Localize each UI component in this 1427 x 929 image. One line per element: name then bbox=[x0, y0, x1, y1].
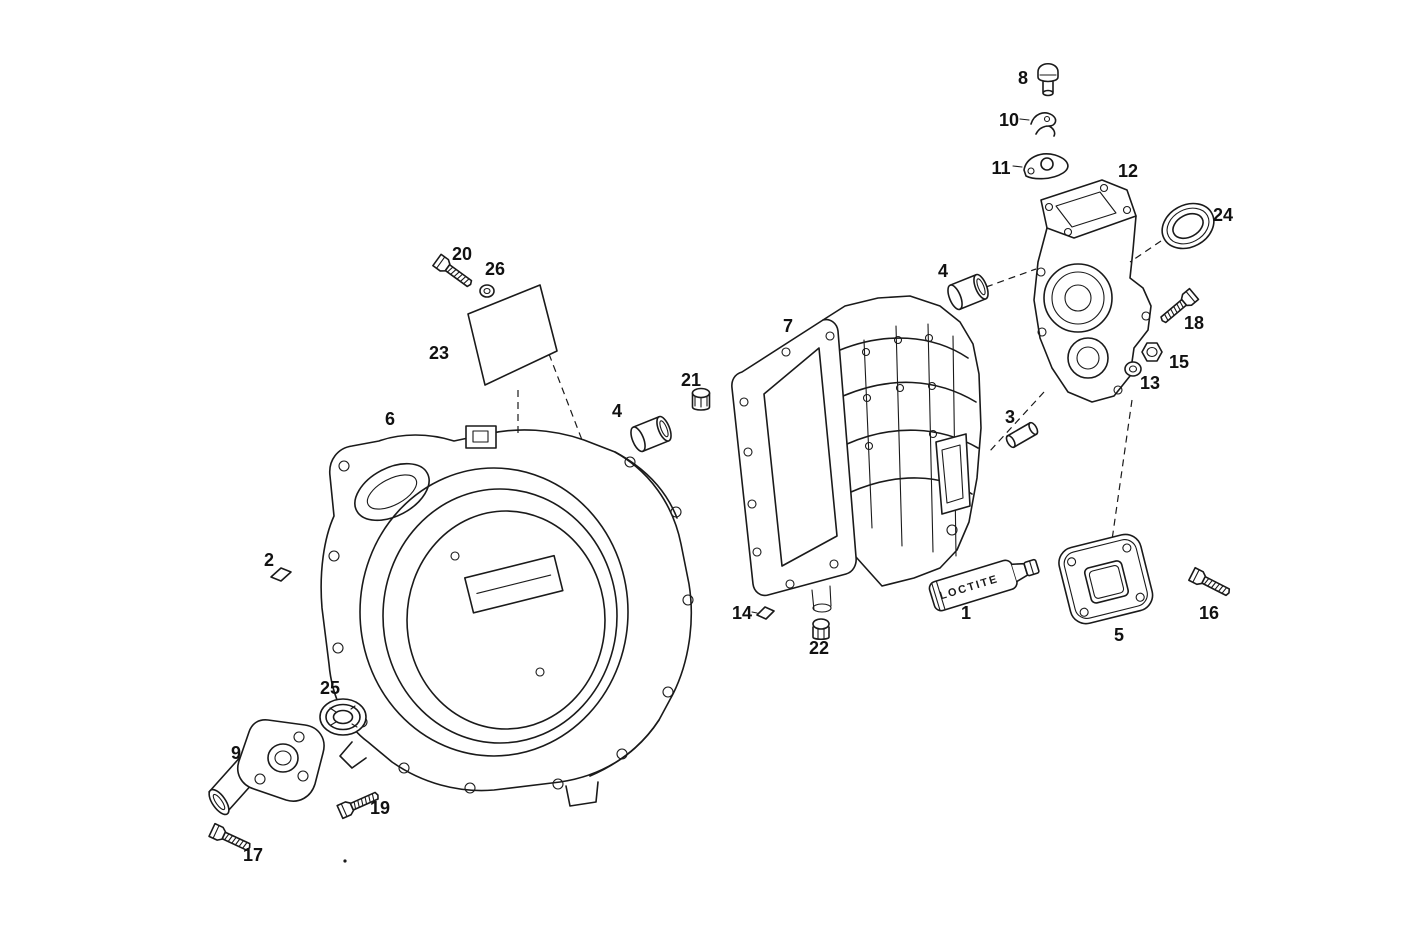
part-13-washer bbox=[1124, 361, 1142, 377]
part-11-detent-lever bbox=[1023, 153, 1069, 180]
part-22-drain-plug bbox=[812, 618, 830, 641]
part-label-19: 19 bbox=[370, 798, 390, 818]
part-26-washer bbox=[479, 284, 495, 298]
part-7-main-case bbox=[731, 295, 982, 613]
part-label-14: 14 bbox=[732, 603, 752, 623]
part-23-gasket-plate bbox=[467, 284, 558, 386]
part-label-20: 20 bbox=[452, 244, 472, 264]
part-label-6: 6 bbox=[385, 409, 395, 429]
part-label-17: 17 bbox=[243, 845, 263, 865]
part-label-7: 7 bbox=[783, 316, 793, 336]
part-24-seal-ring bbox=[1161, 202, 1215, 250]
part-label-24: 24 bbox=[1213, 205, 1233, 225]
part-16-bolt bbox=[1188, 566, 1233, 600]
part-label-15: 15 bbox=[1169, 352, 1189, 372]
part-label-4b: 4 bbox=[938, 261, 948, 281]
part-labels: 1 2 3 4 4 5 6 7 8 9 10 11 12 13 14 15 16… bbox=[231, 68, 1233, 865]
part-9-output-guide-flange bbox=[208, 719, 325, 816]
part-10-spring-clip bbox=[1030, 112, 1057, 137]
part-label-18: 18 bbox=[1184, 313, 1204, 333]
part-label-21: 21 bbox=[681, 370, 701, 390]
part-25-oil-seal bbox=[319, 698, 367, 736]
part-label-2: 2 bbox=[264, 550, 274, 570]
part-label-12: 12 bbox=[1118, 161, 1138, 181]
construction-lines bbox=[517, 240, 1162, 541]
part-label-5: 5 bbox=[1114, 625, 1124, 645]
part-label-4: 4 bbox=[612, 401, 622, 421]
part-8-breather-plug bbox=[1037, 62, 1059, 97]
part-4-bushing-left bbox=[627, 413, 675, 455]
part-6-bell-housing bbox=[320, 425, 694, 807]
part-label-13: 13 bbox=[1140, 373, 1160, 393]
part-label-25: 25 bbox=[320, 678, 340, 698]
part-21-plug bbox=[691, 387, 711, 411]
part-label-22: 22 bbox=[809, 638, 829, 658]
part-1-loctite-tube: LOCTITE bbox=[928, 558, 1040, 612]
part-2-clip bbox=[270, 567, 292, 582]
part-label-8: 8 bbox=[1018, 68, 1028, 88]
part-15-nut bbox=[1141, 342, 1163, 362]
part-label-23: 23 bbox=[429, 343, 449, 363]
part-12-extension-housing bbox=[1033, 179, 1152, 403]
part-label-1: 1 bbox=[961, 603, 971, 623]
part-5-gasket bbox=[1058, 533, 1154, 625]
part-label-10: 10 bbox=[999, 110, 1019, 130]
part-label-3: 3 bbox=[1005, 407, 1015, 427]
part-4-bushing-right bbox=[944, 271, 992, 313]
part-14-clip bbox=[756, 606, 775, 620]
part-label-11: 11 bbox=[991, 158, 1010, 178]
part-label-9: 9 bbox=[231, 743, 241, 763]
part-label-16: 16 bbox=[1199, 603, 1219, 623]
leader-lines bbox=[343, 118, 1030, 863]
part-label-26: 26 bbox=[485, 259, 505, 279]
